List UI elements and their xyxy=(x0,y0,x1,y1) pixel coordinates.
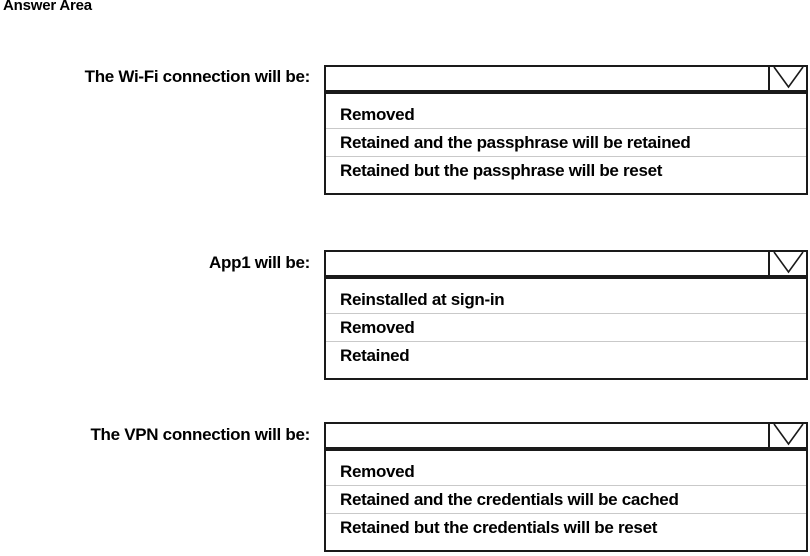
dropdown-option[interactable]: Retained but the credentials will be res… xyxy=(326,513,806,541)
chevron-down-icon[interactable] xyxy=(768,251,807,276)
page-title: Answer Area xyxy=(3,0,92,14)
dropdown-option[interactable]: Retained xyxy=(326,341,806,369)
dropdown-option[interactable]: Reinstalled at sign-in xyxy=(326,286,806,313)
question-label-vpn: The VPN connection will be: xyxy=(90,425,310,444)
dropdown-option[interactable]: Removed xyxy=(326,313,806,341)
chevron-down-icon[interactable] xyxy=(768,423,807,448)
question-label-app1: App1 will be: xyxy=(209,253,310,272)
dropdown-vpn[interactable] xyxy=(324,422,808,449)
dropdown-option[interactable]: Removed xyxy=(326,101,806,128)
chevron-down-icon[interactable] xyxy=(768,66,807,91)
dropdown-option[interactable]: Removed xyxy=(326,458,806,485)
dropdown-option[interactable]: Retained and the credentials will be cac… xyxy=(326,485,806,513)
dropdown-option[interactable]: Retained but the passphrase will be rese… xyxy=(326,156,806,184)
question-label-wifi: The Wi-Fi connection will be: xyxy=(84,67,311,86)
dropdown-option[interactable]: Retained and the passphrase will be reta… xyxy=(326,128,806,156)
dropdown-app1[interactable] xyxy=(324,250,808,277)
dropdown-wifi[interactable] xyxy=(324,65,808,92)
